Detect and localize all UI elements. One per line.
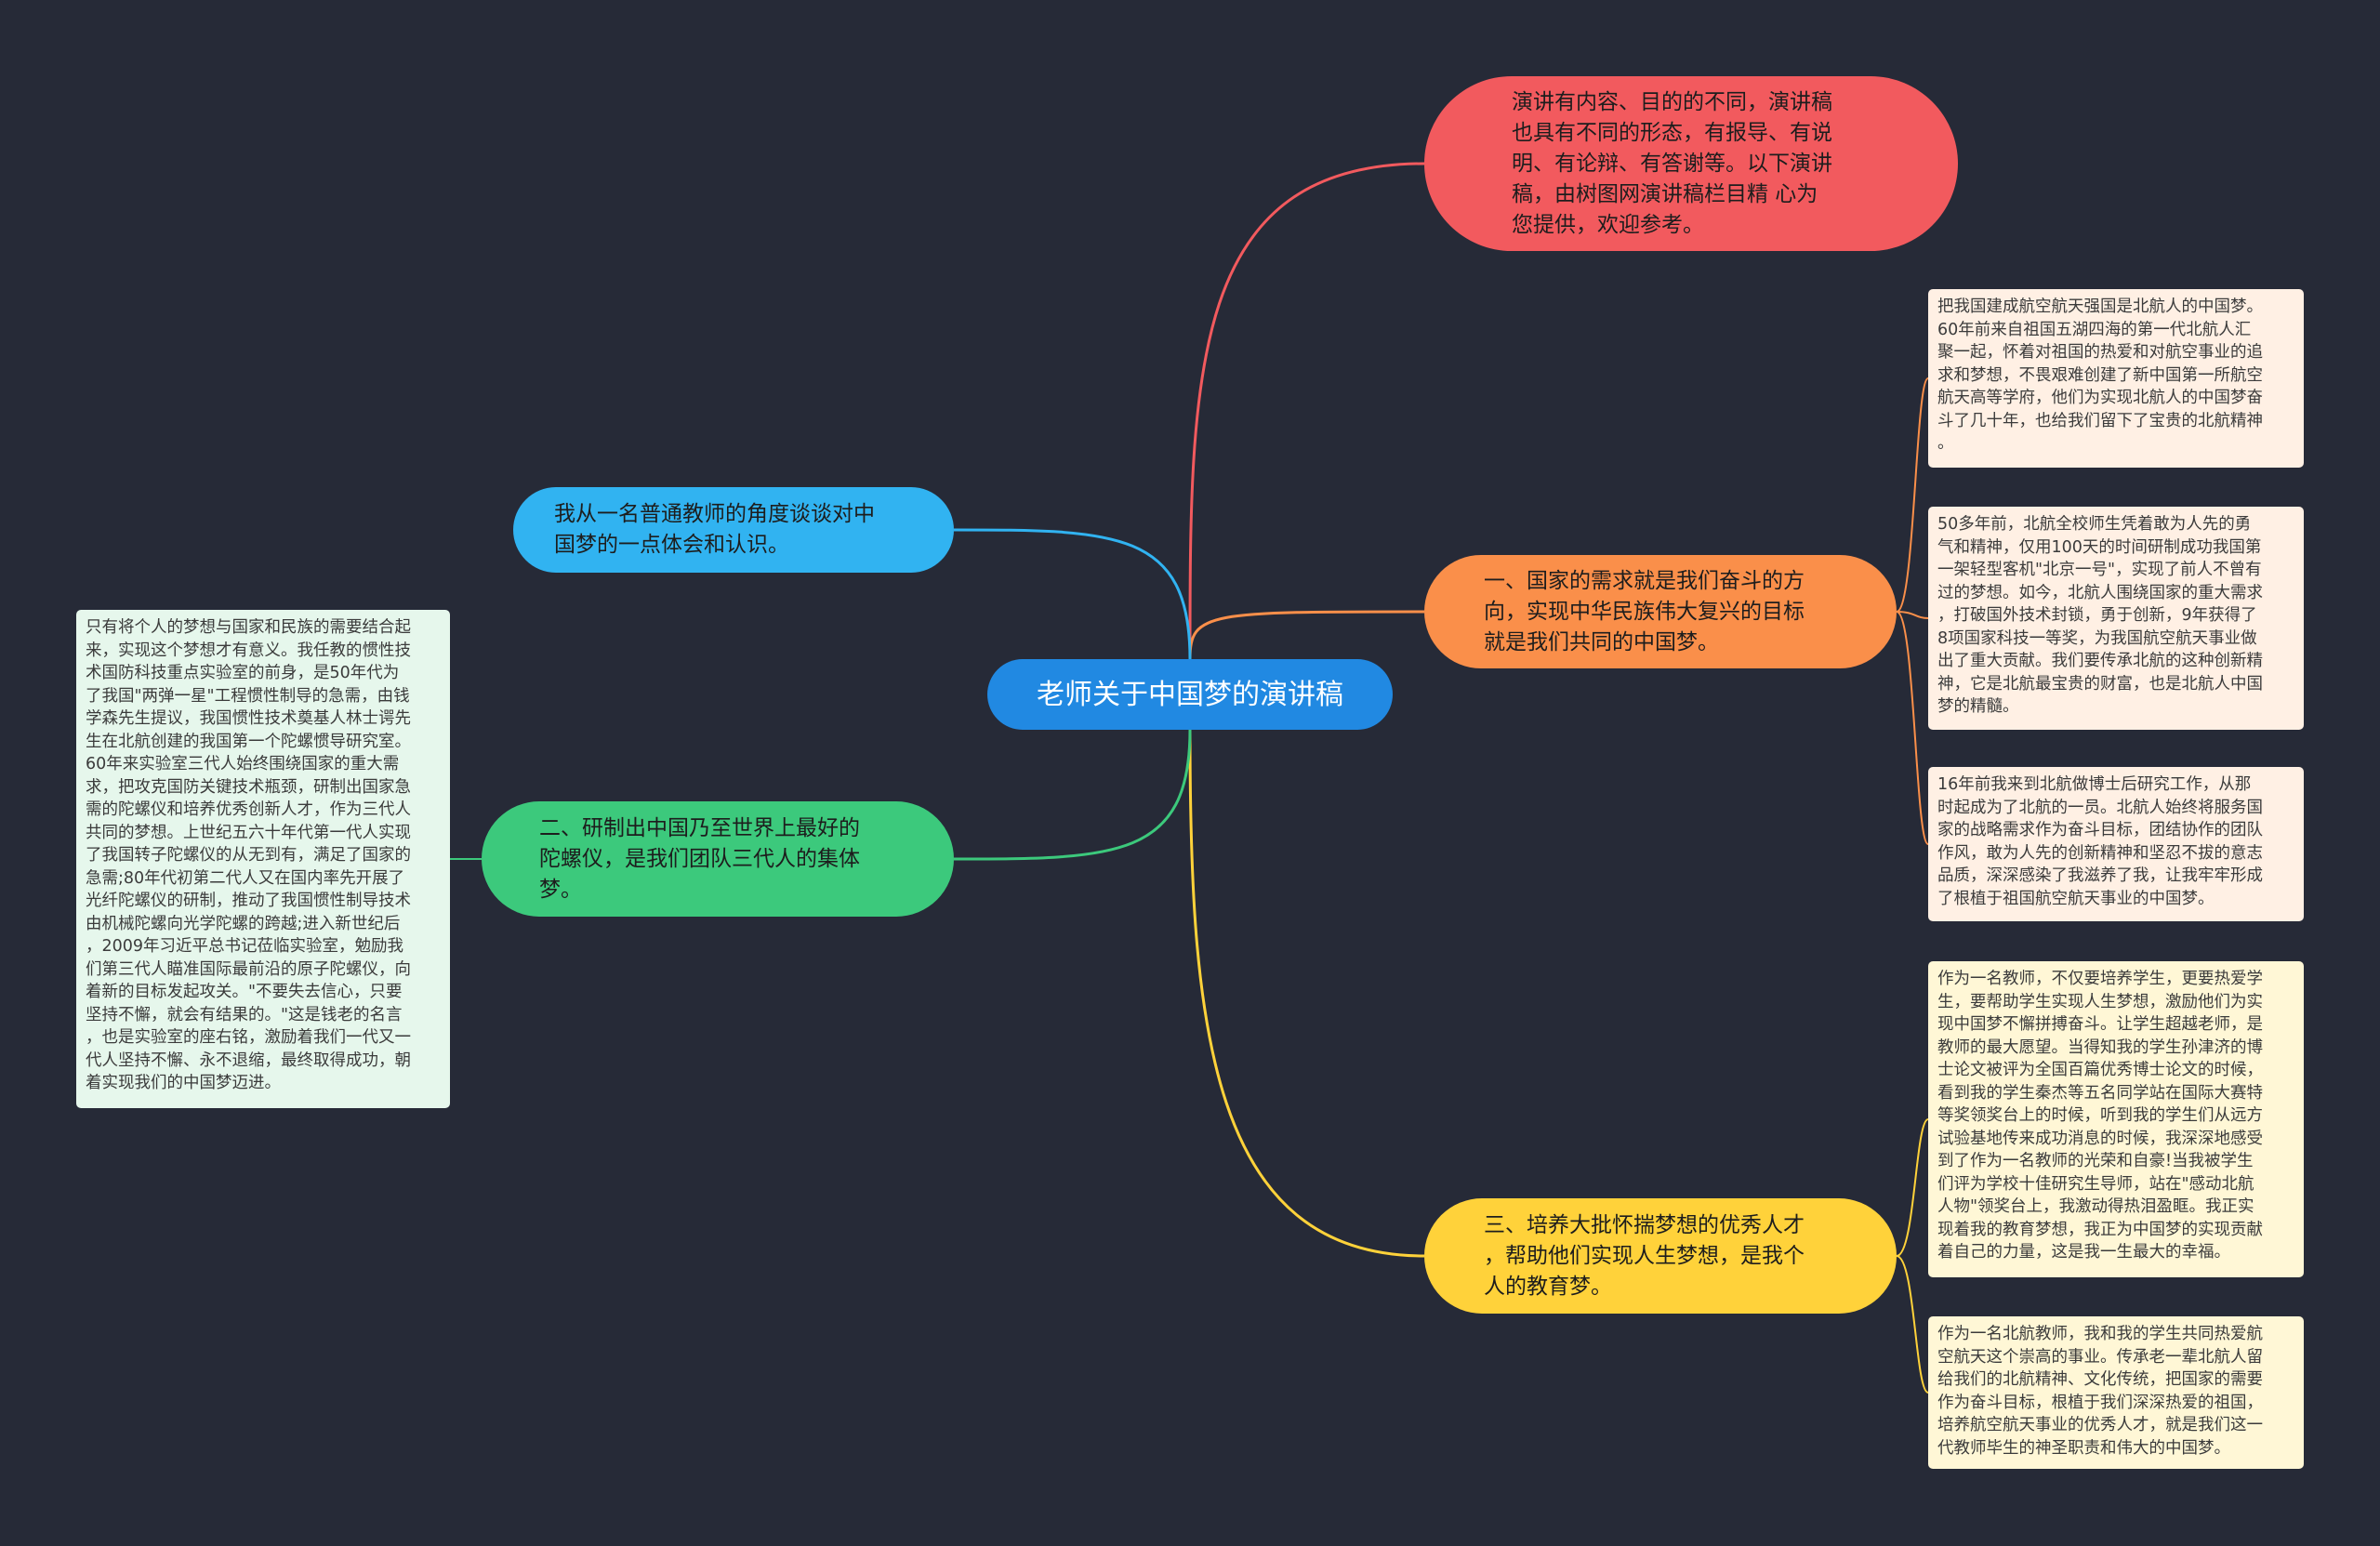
- link-branch1-leaf1: [1896, 377, 1929, 613]
- leaf-gyroscope-dream[interactable]: 只有将个人的梦想与国家和民族的需要结合起 来，实现这个梦想才有意义。我任教的惯性…: [76, 610, 450, 1108]
- topic-intro[interactable]: 演讲有内容、目的的不同，演讲稿 也具有不同的形态，有报导、有说 明、有论辩、有答…: [1424, 76, 1958, 251]
- link-center-branch3: [1188, 729, 1425, 1258]
- leaf-education-dream-1[interactable]: 作为一名教师，不仅要培养学生，更要热爱学 生，要帮助学生实现人生梦想，激励他们为…: [1928, 961, 2304, 1277]
- topic-gyroscope-dream-label: 二、研制出中国乃至世界上最好的 陀螺仪，是我们团队三代人的集体 梦。: [539, 815, 860, 902]
- leaf-education-dream-2[interactable]: 作为一名北航教师，我和我的学生共同热爱航 空航天这个崇高的事业。传承老一辈北航人…: [1928, 1316, 2304, 1469]
- link-branch3-leaf2: [1896, 1255, 1929, 1394]
- leaf-national-need-2[interactable]: 50多年前，北航全校师生凭着敢为人先的勇 气和精神，仅用100天的时间研制成功我…: [1928, 507, 2304, 730]
- link-branch1-leaf2: [1896, 611, 1929, 619]
- topic-education-dream-label: 三、培养大批怀揣梦想的优秀人才 ，帮助他们实现人生梦想，是我个 人的教育梦。: [1484, 1212, 1805, 1299]
- link-branch1-leaf3: [1896, 611, 1929, 845]
- central-topic-label: 老师关于中国梦的演讲稿: [1037, 678, 1343, 711]
- topic-national-need[interactable]: 一、国家的需求就是我们奋斗的方 向，实现中华民族伟大复兴的目标 就是我们共同的中…: [1424, 555, 1897, 668]
- topic-national-need-label: 一、国家的需求就是我们奋斗的方 向，实现中华民族伟大复兴的目标 就是我们共同的中…: [1484, 568, 1805, 654]
- topic-teacher-perspective-label: 我从一名普通教师的角度谈谈对中 国梦的一点体会和认识。: [554, 502, 875, 557]
- leaf-national-need-1[interactable]: 把我国建成航空航天强国是北航人的中国梦。 60年前来自祖国五湖四海的第一代北航人…: [1928, 289, 2304, 468]
- link-center-branch1: [1188, 610, 1425, 660]
- central-topic[interactable]: 老师关于中国梦的演讲稿: [987, 659, 1393, 730]
- link-branch3-leaf1: [1896, 1118, 1929, 1257]
- topic-teacher-perspective[interactable]: 我从一名普通教师的角度谈谈对中 国梦的一点体会和认识。: [513, 487, 954, 573]
- link-center-left2: [953, 729, 1192, 861]
- leaf-national-need-3[interactable]: 16年前我来到北航做博士后研究工作，从那 时起成为了北航的一员。北航人始终将服务…: [1928, 767, 2304, 921]
- topic-education-dream[interactable]: 三、培养大批怀揣梦想的优秀人才 ，帮助他们实现人生梦想，是我个 人的教育梦。: [1424, 1198, 1897, 1314]
- link-center-intro: [1188, 162, 1425, 660]
- link-center-left1: [953, 528, 1192, 660]
- topic-gyroscope-dream[interactable]: 二、研制出中国乃至世界上最好的 陀螺仪，是我们团队三代人的集体 梦。: [482, 801, 954, 917]
- topic-intro-label: 演讲有内容、目的的不同，演讲稿 也具有不同的形态，有报导、有说 明、有论辩、有答…: [1512, 89, 1832, 237]
